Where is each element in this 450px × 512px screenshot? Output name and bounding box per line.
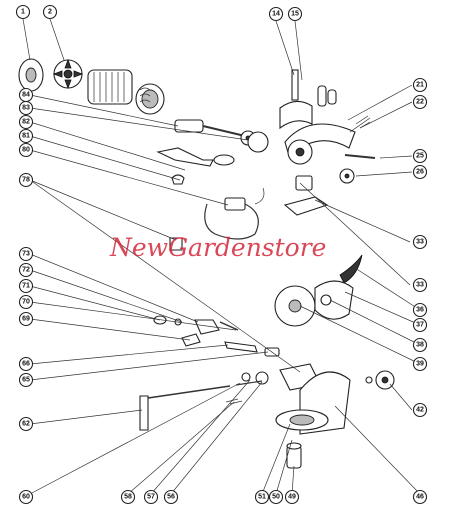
svg-text:26: 26 <box>416 169 424 176</box>
svg-text:62: 62 <box>22 421 30 428</box>
callout-78: 78 <box>18 172 34 188</box>
svg-text:49: 49 <box>288 494 296 501</box>
svg-text:70: 70 <box>22 299 30 306</box>
svg-text:83: 83 <box>22 105 30 112</box>
motor-stator <box>87 69 133 105</box>
svg-text:58: 58 <box>124 494 132 501</box>
callout-51: 51 <box>254 489 270 505</box>
leader-lines <box>22 18 421 495</box>
svg-text:22: 22 <box>416 99 424 106</box>
callout-42: 42 <box>412 402 428 418</box>
callout-66: 66 <box>18 356 34 372</box>
parts-layer <box>18 58 395 469</box>
callout-1: 1 <box>15 4 31 20</box>
tension-knob <box>365 370 395 390</box>
svg-text:71: 71 <box>22 283 30 290</box>
callout-58: 58 <box>120 489 136 505</box>
base-assembly <box>275 371 351 469</box>
handle-lever <box>156 147 214 167</box>
svg-text:37: 37 <box>416 322 424 329</box>
svg-text:73: 73 <box>22 251 30 258</box>
callout-81: 81 <box>18 128 34 144</box>
callout-26: 26 <box>412 164 428 180</box>
callout-84: 84 <box>18 87 34 103</box>
svg-text:57: 57 <box>147 494 155 501</box>
svg-text:51: 51 <box>258 494 266 501</box>
callout-72: 72 <box>18 262 34 278</box>
callout-82: 82 <box>18 114 34 130</box>
callout-15: 15 <box>287 6 303 22</box>
svg-text:82: 82 <box>22 119 30 126</box>
svg-text:66: 66 <box>22 361 30 368</box>
svg-text:1: 1 <box>21 9 25 16</box>
svg-text:46: 46 <box>416 494 424 501</box>
pivot-rod-handle <box>139 380 263 431</box>
svg-text:15: 15 <box>291 11 299 18</box>
callout-57: 57 <box>143 489 159 505</box>
callout-2: 2 <box>42 4 58 20</box>
svg-text:33: 33 <box>416 282 424 289</box>
svg-text:36: 36 <box>416 307 424 314</box>
callout-70: 70 <box>18 294 34 310</box>
svg-text:21: 21 <box>416 82 424 89</box>
svg-text:65: 65 <box>22 377 30 384</box>
callout-25: 25 <box>412 148 428 164</box>
callout-80: 80 <box>18 142 34 158</box>
callout-46: 46 <box>412 489 428 505</box>
svg-text:33: 33 <box>416 239 424 246</box>
svg-text:39: 39 <box>416 361 424 368</box>
callout-60: 60 <box>18 489 34 505</box>
upper-wheel-guard <box>279 69 371 157</box>
svg-text:78: 78 <box>22 177 30 184</box>
callout-83: 83 <box>18 100 34 116</box>
svg-text:25: 25 <box>416 153 424 160</box>
callout-38: 38 <box>412 337 428 353</box>
rotor-shaft <box>174 119 256 146</box>
watermark-text: NewGardenstore <box>109 233 326 262</box>
callout-71: 71 <box>18 278 34 294</box>
callout-56: 56 <box>163 489 179 505</box>
svg-text:81: 81 <box>22 133 30 140</box>
svg-text:56: 56 <box>167 494 175 501</box>
svg-text:14: 14 <box>272 11 280 18</box>
cooling-fan <box>52 58 84 90</box>
callout-21: 21 <box>412 77 428 93</box>
callout-33-a: 33 <box>412 234 428 250</box>
svg-text:84: 84 <box>22 92 30 99</box>
svg-text:60: 60 <box>22 494 30 501</box>
cable-clip <box>169 237 183 251</box>
callout-62: 62 <box>18 416 34 432</box>
callout-65: 65 <box>18 372 34 388</box>
svg-text:38: 38 <box>416 342 424 349</box>
callout-36: 36 <box>412 302 428 318</box>
callout-39: 39 <box>412 356 428 372</box>
svg-text:42: 42 <box>416 407 424 414</box>
callout-14: 14 <box>268 6 284 22</box>
clamp-block <box>283 175 329 216</box>
callout-37: 37 <box>412 317 428 333</box>
eye-shield-mount <box>287 139 376 184</box>
callout-22: 22 <box>412 94 428 110</box>
svg-text:80: 80 <box>22 147 30 154</box>
power-switch-cable <box>204 187 265 240</box>
callouts: 1 2 14 15 21 22 25 26 84 83 82 81 80 78 … <box>15 4 428 505</box>
svg-text:72: 72 <box>22 267 30 274</box>
callout-73: 73 <box>18 246 34 262</box>
callout-33-b: 33 <box>412 277 428 293</box>
grinding-wheel <box>274 254 363 327</box>
flange <box>247 131 269 153</box>
callout-69: 69 <box>18 311 34 327</box>
svg-text:50: 50 <box>272 494 280 501</box>
svg-text:2: 2 <box>48 9 52 16</box>
svg-text:69: 69 <box>22 316 30 323</box>
callout-50: 50 <box>268 489 284 505</box>
motor-winding <box>135 83 165 115</box>
callout-49: 49 <box>284 489 300 505</box>
